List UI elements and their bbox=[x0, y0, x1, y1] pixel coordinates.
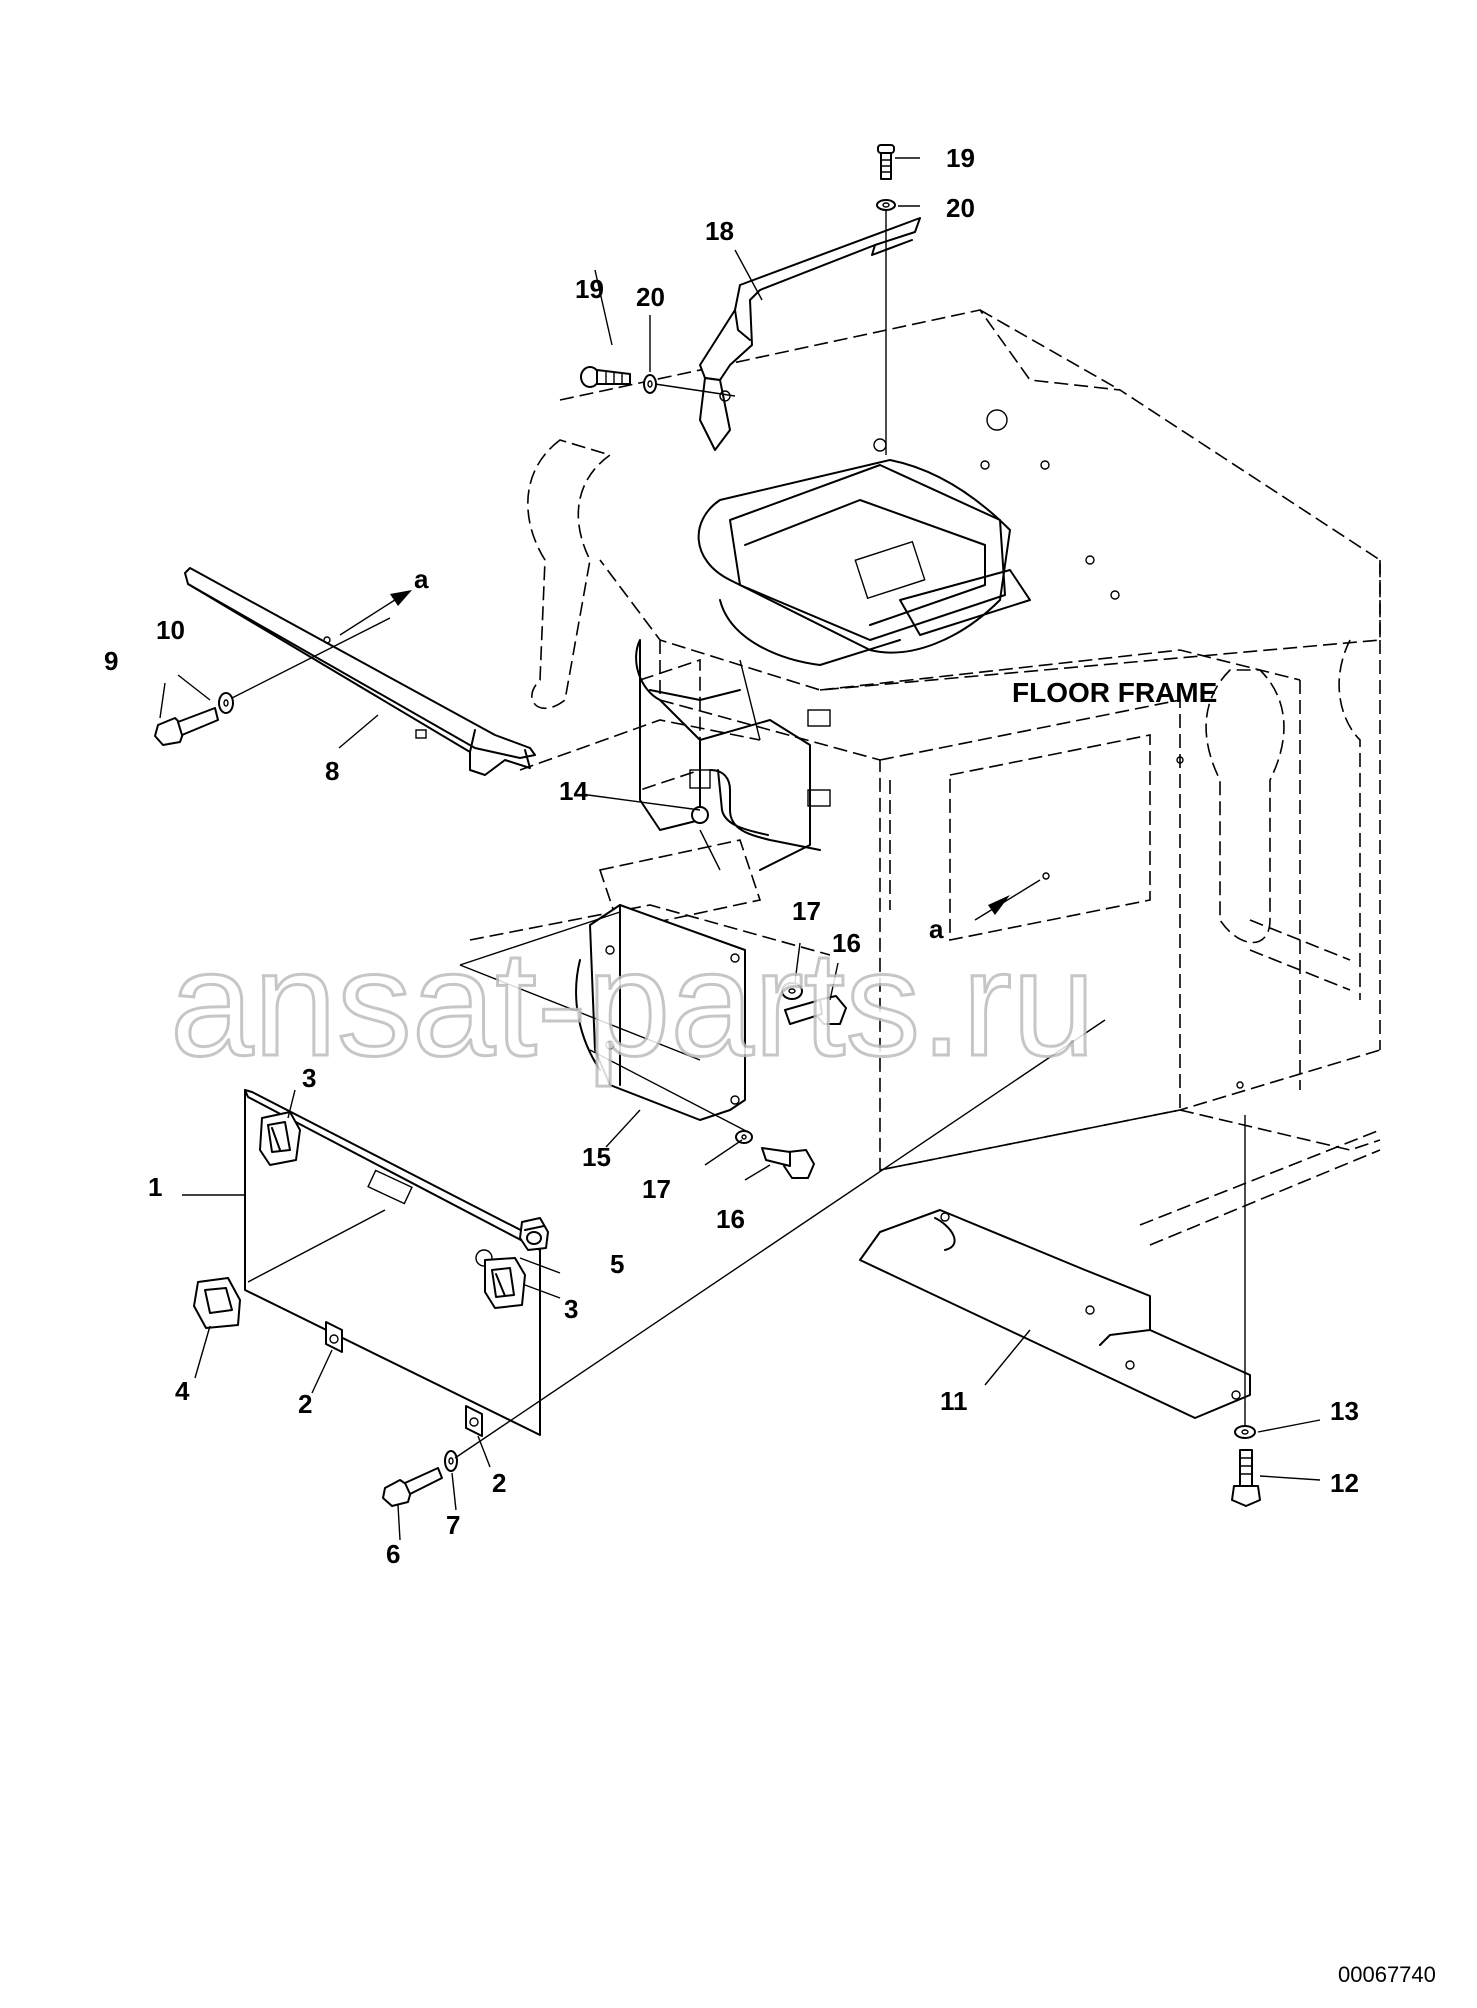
floor-frame-outline bbox=[469, 309, 1381, 1246]
part-16-bolt-lower bbox=[761, 1147, 815, 1179]
callout-13: 13 bbox=[1330, 1396, 1359, 1426]
callout-20b: 20 bbox=[636, 282, 665, 312]
part-16-bolt-upper bbox=[784, 995, 847, 1025]
control-box-bracket bbox=[697, 438, 1031, 666]
callout-1: 1 bbox=[148, 1172, 162, 1202]
callout-19b: 19 bbox=[575, 274, 604, 304]
part-19-bolt-left bbox=[580, 366, 631, 388]
part-18-cover bbox=[699, 217, 921, 451]
drawing-code-label: 00067740 bbox=[1338, 1962, 1436, 1987]
callout-2a: 2 bbox=[298, 1389, 312, 1419]
part-7-washer bbox=[444, 1450, 458, 1472]
callout-18: 18 bbox=[705, 216, 734, 246]
callout-3a: 3 bbox=[302, 1063, 316, 1093]
view-arrow-a-right bbox=[974, 872, 1050, 921]
part-5-lock bbox=[519, 1217, 549, 1251]
part-12-bolt bbox=[1231, 1449, 1261, 1507]
callout-14: 14 bbox=[559, 776, 588, 806]
part-13-washer bbox=[1234, 1425, 1256, 1439]
part-4-handle bbox=[193, 1277, 241, 1329]
part-14-rod bbox=[691, 769, 821, 851]
part-6-bolt bbox=[382, 1467, 443, 1507]
watermark-text: ansat-parts.ru bbox=[170, 919, 1095, 1087]
part-17-washer-upper bbox=[781, 982, 803, 1000]
leader-lines bbox=[159, 157, 1321, 1541]
callout-12: 12 bbox=[1330, 1468, 1359, 1498]
phantom-rails bbox=[527, 439, 1361, 1000]
view-arrow-a-left bbox=[339, 590, 412, 636]
callout-2b: 2 bbox=[492, 1468, 506, 1498]
part-17-washer-lower bbox=[735, 1130, 753, 1144]
view-marker-a-left: a bbox=[414, 564, 429, 594]
assembly-lines bbox=[231, 210, 1246, 1459]
callout-6: 6 bbox=[386, 1539, 400, 1569]
callout-17b: 17 bbox=[642, 1174, 671, 1204]
part-2-tabs bbox=[325, 1321, 483, 1437]
callout-3b: 3 bbox=[564, 1294, 578, 1324]
part-19-bolt-top bbox=[877, 144, 895, 180]
callout-9: 9 bbox=[104, 646, 118, 676]
callout-11: 11 bbox=[940, 1386, 968, 1416]
callout-5: 5 bbox=[610, 1249, 624, 1279]
callout-7: 7 bbox=[446, 1510, 460, 1540]
part-3-latch-upper bbox=[259, 1111, 301, 1166]
part-11-plate bbox=[859, 1209, 1251, 1419]
callout-4: 4 bbox=[175, 1376, 190, 1406]
part-15-cover-plate bbox=[575, 904, 746, 1121]
support-column bbox=[635, 639, 831, 871]
part-8-rail bbox=[184, 567, 536, 776]
floor-frame-label: FLOOR FRAME bbox=[1012, 677, 1217, 708]
callout-20a: 20 bbox=[946, 193, 975, 223]
callout-17a: 17 bbox=[792, 896, 821, 926]
part-20-washer-left bbox=[643, 374, 657, 394]
part-9-bolt bbox=[154, 707, 219, 746]
part-3-latch-lower bbox=[484, 1257, 526, 1309]
callout-10: 10 bbox=[156, 615, 185, 645]
callout-15: 15 bbox=[582, 1142, 611, 1172]
part-1-door-panel bbox=[244, 1089, 541, 1436]
view-marker-a-right: a bbox=[929, 914, 944, 944]
part-10-washer bbox=[218, 692, 234, 714]
part-20-washer-top bbox=[876, 199, 896, 211]
callout-19a: 19 bbox=[946, 143, 975, 173]
callout-16a: 16 bbox=[832, 928, 861, 958]
callout-16b: 16 bbox=[716, 1204, 745, 1234]
callout-8: 8 bbox=[325, 756, 339, 786]
